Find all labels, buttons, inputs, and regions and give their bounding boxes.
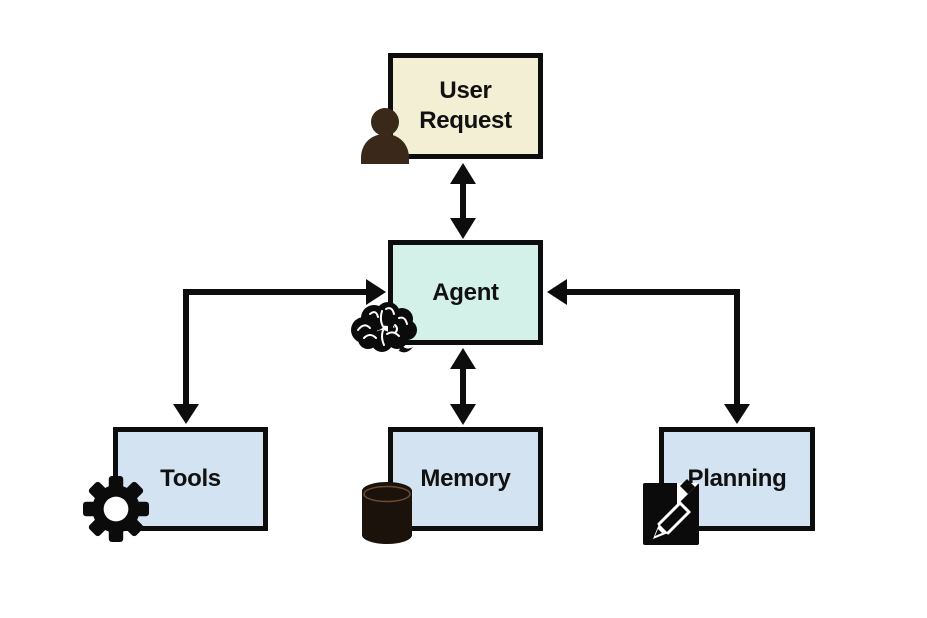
node-planning-label: Planning bbox=[687, 465, 787, 492]
arrow-user-request-agent bbox=[450, 163, 476, 239]
database-icon bbox=[362, 482, 412, 544]
node-memory-label: Memory bbox=[420, 465, 511, 492]
gear-icon bbox=[83, 476, 149, 542]
node-user-request: User Request bbox=[388, 53, 543, 159]
node-agent-label: Agent bbox=[432, 278, 499, 306]
brain-icon bbox=[351, 302, 417, 353]
node-user-request-label: User Request bbox=[419, 77, 512, 134]
arrow-agent-memory bbox=[450, 348, 476, 425]
node-memory: Memory bbox=[388, 427, 543, 531]
person-icon bbox=[361, 108, 409, 164]
node-tools-label: Tools bbox=[160, 465, 221, 492]
arrow-agent-tools bbox=[173, 279, 386, 424]
arrow-agent-planning bbox=[547, 279, 750, 424]
document-pencil-icon bbox=[643, 479, 699, 545]
